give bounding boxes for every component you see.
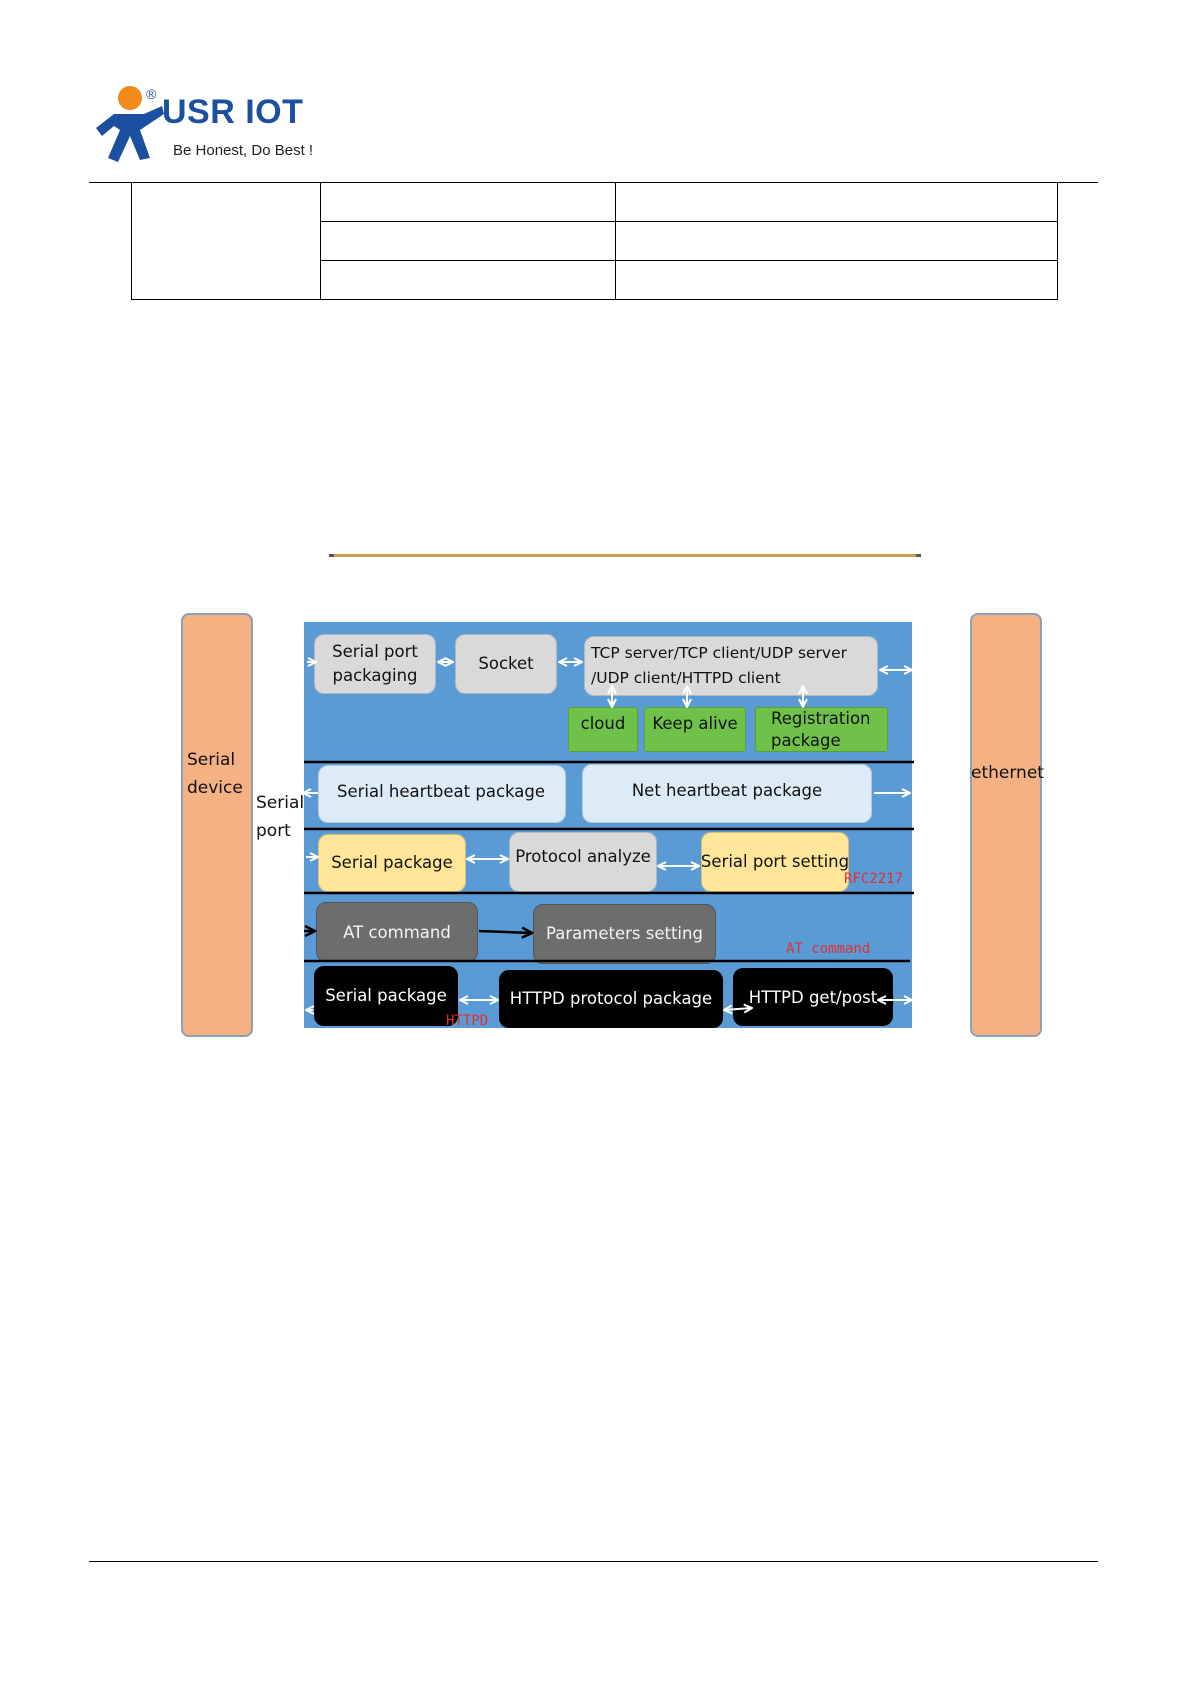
brand-name: USR IOT xyxy=(162,93,304,131)
cloud-box: cloud xyxy=(568,707,638,752)
table-cell xyxy=(320,182,616,222)
table-row xyxy=(132,221,1058,261)
rfc2217-note: RFC2217 xyxy=(844,871,904,887)
serial-package-box: Serial package xyxy=(318,834,466,892)
at-command-box: AT command xyxy=(316,902,478,962)
cropped-image-edge xyxy=(329,554,921,557)
httpd-get-post-box: HTTPD get/post xyxy=(733,968,893,1026)
network-modes-box: TCP server/TCP client/UDP server /UDP cl… xyxy=(584,636,878,696)
httpd-serial-package-box: Serial package xyxy=(314,966,458,1026)
table-cell xyxy=(615,260,1058,300)
table-row xyxy=(132,260,1058,300)
table-cell xyxy=(131,182,321,300)
serial-device-label: Serial device xyxy=(187,750,243,798)
table-row xyxy=(131,182,1058,300)
logo-figure-icon xyxy=(96,86,164,162)
table-cell xyxy=(615,221,1058,261)
at-command-note: AT command xyxy=(786,941,871,957)
httpd-protocol-package-box: HTTPD protocol package xyxy=(499,970,723,1028)
keep-alive-box: Keep alive xyxy=(644,707,746,752)
table-cell xyxy=(320,260,616,300)
parameters-setting-box: Parameters setting xyxy=(533,904,716,964)
spec-table xyxy=(131,182,1058,300)
serial-port-setting-box: Serial port setting xyxy=(701,832,849,892)
serial-heartbeat-box: Serial heartbeat package xyxy=(318,765,566,823)
serial-port-packaging-box: Serial port packaging xyxy=(314,634,436,694)
serial-port-label: Serial port xyxy=(256,793,305,841)
brand-slogan: Be Honest, Do Best ! xyxy=(173,142,314,159)
registration-package-box: Registration package xyxy=(755,707,888,752)
footer-rule xyxy=(89,1561,1098,1562)
table-cell xyxy=(320,221,616,261)
httpd-note: HTTPD xyxy=(446,1013,489,1029)
net-heartbeat-box: Net heartbeat package xyxy=(582,764,872,823)
ethernet-label: ethernet xyxy=(971,763,1044,783)
ethernet-bar xyxy=(970,613,1042,1037)
socket-box: Socket xyxy=(455,634,557,694)
registered-mark: ® xyxy=(146,86,157,102)
table-cell xyxy=(615,182,1058,222)
serial-device-bar xyxy=(181,613,253,1037)
protocol-analyze-box: Protocol analyze xyxy=(509,832,657,892)
